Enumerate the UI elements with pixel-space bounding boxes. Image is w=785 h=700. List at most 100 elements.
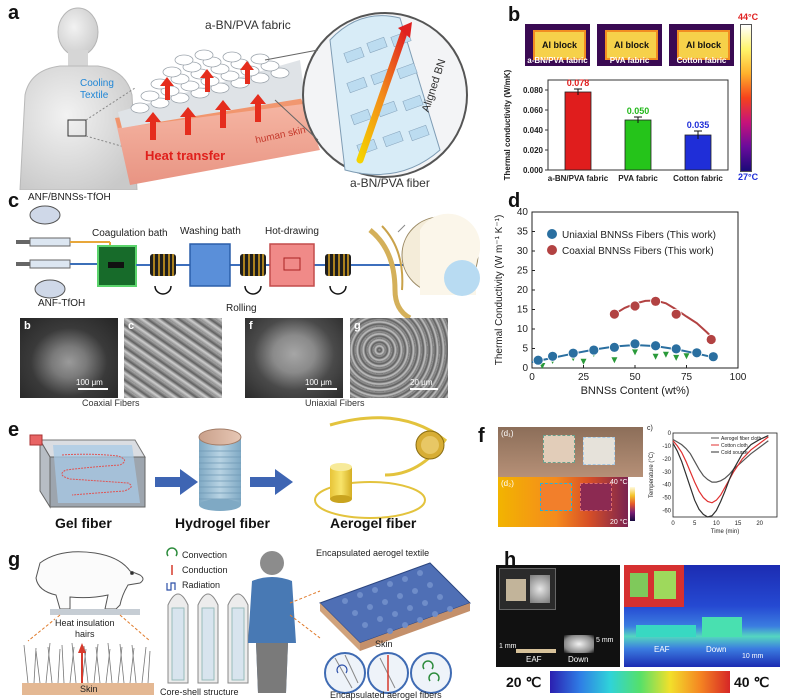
panel-e-label: e: [8, 419, 20, 441]
chart-f-ytick-label: -30: [662, 470, 671, 476]
h-colorbar: [550, 671, 730, 693]
sem-image-g: g 20 μm: [350, 318, 448, 398]
coaxial-fit-line: [613, 299, 714, 340]
hydrogel-fiber-label: Hydrogel fiber: [175, 515, 270, 531]
d2-label: (d₂): [501, 479, 514, 488]
eaf-label: EAF: [526, 655, 542, 664]
chart-f-xtick-label: 10: [713, 521, 720, 527]
legend-uniaxial-marker: [547, 229, 557, 239]
panel-g-label: g: [8, 549, 21, 571]
panel-e: e: [0, 415, 470, 543]
colorbar-max: 44°C: [738, 12, 759, 22]
chart-b-ylabel: Thermal conductivity (W/mK): [503, 69, 512, 180]
chart-f-corner-label: c): [647, 425, 653, 432]
uniaxial-caption: Uniaxial Fibers: [305, 398, 365, 408]
panel-h: h 5 mm 1 mm EAF Down EAF Down 10 mm 20 ℃…: [490, 543, 785, 700]
fabric-caption-1: a-BN/PVA fabric: [527, 56, 588, 65]
hot-drawing-label: Hot-drawing: [265, 226, 319, 237]
legend-uniaxial-text: Uniaxial BNNSs Fibers (This work): [562, 230, 716, 241]
chart-d-xtick-label: 50: [629, 372, 641, 383]
f-bar-max: 40 °C: [610, 479, 628, 486]
chart-b-category-label: PVA fabric: [618, 174, 658, 183]
core-shell-label: Core-shell structure: [160, 687, 239, 697]
chart-b-ytick-label: 0.020: [523, 146, 544, 155]
down-ir-label: Down: [706, 645, 727, 654]
panel-b: b Al block a-BN/PVA fabric Al block PVA …: [500, 0, 785, 190]
chart-d-ylabel: Thermal Conductivity (W m⁻¹ K⁻¹): [494, 215, 505, 366]
spinning-schematic: [16, 205, 480, 320]
chart-f-ytick-label: 0: [668, 431, 672, 437]
chart-b-value-label: 0.035: [687, 120, 710, 130]
sample-photo: 5 mm 1 mm EAF Down: [496, 565, 620, 667]
chart-f-xtick-label: 5: [693, 521, 697, 527]
scale-100-b: 100 μm: [76, 378, 103, 387]
rollers: [150, 254, 351, 295]
chart-b-bar: [624, 119, 652, 171]
chart-b-ytick-label: 0.080: [523, 86, 544, 95]
heat-transfer-label: Heat transfer: [145, 148, 226, 163]
sem-letter-c: c: [128, 320, 135, 332]
uniaxial-point: [547, 350, 558, 362]
thermal-photo: (d₂): [498, 477, 628, 527]
chart-d-ytick-label: 35: [517, 227, 529, 238]
eaf-ir-label: EAF: [654, 645, 670, 654]
conduction-legend: Conduction: [182, 565, 228, 575]
chart-b-value-label: 0.050: [627, 106, 650, 116]
thermal-image-3: Al block Cotton fabric: [669, 24, 734, 66]
coagulation-label: Coagulation bath: [92, 228, 168, 239]
encap-textile-label: Encapsulated aerogel textile: [316, 548, 430, 558]
hydrogel-spool: [198, 428, 242, 511]
skin-left-label: Skin: [80, 684, 98, 694]
chart-f-xtick-label: 0: [671, 521, 675, 527]
chart-f-frame: [672, 432, 778, 518]
chart-d-xtick-label: 100: [730, 372, 747, 383]
al-block-label-2: Al block: [613, 40, 649, 50]
chart-f-xtick-label: 15: [735, 521, 742, 527]
chart-f-legend-text: Aerogel fiber cloth: [721, 436, 762, 442]
fabric-title: a-BN/PVA fabric: [205, 18, 291, 32]
panel-c-label: c: [8, 190, 20, 212]
coaxial-point: [670, 308, 682, 320]
convection-legend: Convection: [182, 550, 228, 560]
sem-image-b: b 100 μm: [20, 318, 118, 398]
literature-point: [662, 351, 669, 358]
syringe-bottom: [16, 259, 100, 269]
washing-bath: [189, 243, 231, 287]
arm-photo: (d₁): [498, 427, 643, 477]
legend-coaxial-marker: [547, 245, 557, 255]
chart-d-ytick-label: 10: [517, 324, 529, 335]
uniaxial-point: [707, 351, 719, 363]
chart-f-legend-text: Cold source: [721, 450, 748, 456]
hot-drawing-box: [269, 243, 315, 287]
sem-letter-b: b: [24, 320, 31, 332]
chart-d-ytick-label: 40: [517, 207, 529, 218]
chart-f-ytick-label: -40: [662, 483, 671, 489]
scale-1mm: 1 mm: [499, 643, 517, 650]
encap-fibers-label: Encapsulated aerogel fibers: [330, 690, 442, 700]
washing-label: Washing bath: [180, 226, 241, 237]
skin-right-label: Skin: [375, 639, 393, 649]
thermal-image-2: Al block PVA fabric: [597, 24, 662, 66]
chart-d-xtick-label: 25: [578, 372, 590, 383]
literature-point: [683, 353, 690, 360]
coaxial-point: [650, 295, 662, 307]
uniaxial-point: [691, 347, 703, 359]
insulation-illustration: [22, 547, 471, 695]
cooling-textile-label: Cooling Textile: [80, 78, 114, 101]
human-figure: [19, 7, 138, 190]
uniaxial-point: [670, 343, 682, 355]
chart-b-category-label: a-BN/PVA fabric: [548, 174, 609, 183]
chart-f-ytick-label: -10: [662, 444, 671, 450]
chart-f-xtick-label: 20: [756, 521, 763, 527]
chart-d-ytick-label: 25: [517, 266, 529, 277]
down-label: Down: [568, 655, 589, 664]
panel-c: c: [0, 190, 480, 410]
heat-arrows: [145, 61, 266, 140]
panel-d-label: d: [508, 190, 521, 212]
panel-b-label: b: [508, 4, 521, 26]
heat-hairs-label: Heat insulation hairs: [55, 618, 115, 640]
process-arrow-1: [155, 469, 198, 495]
